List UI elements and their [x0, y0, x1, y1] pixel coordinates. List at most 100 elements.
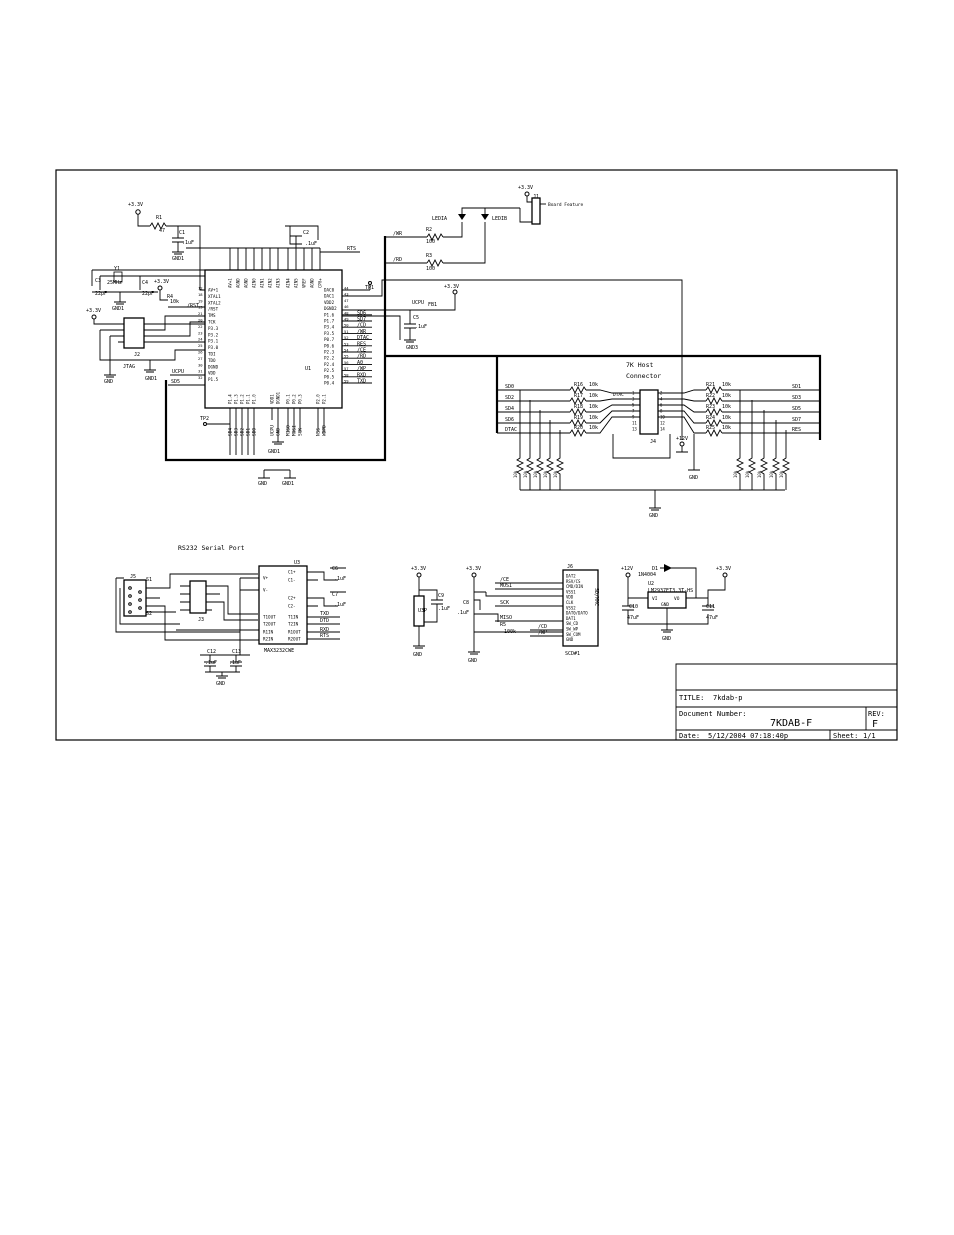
pullup-res-value: 10k	[733, 470, 738, 478]
reg-vcc12: +12V	[621, 566, 633, 572]
led-vcc: +3.3V	[518, 185, 533, 191]
u3-pin-right: R2OUT	[288, 637, 301, 642]
host-res-right-val: 10k	[722, 393, 731, 399]
mcu-pin-num-left: 18	[198, 292, 203, 297]
mcu-pin-right: P0.5	[324, 374, 335, 379]
j6-pin: DAT1	[566, 616, 576, 621]
mcu-pin-left: AV+1	[208, 288, 219, 293]
host-net-left: SD4	[505, 406, 514, 412]
u2-ref: U2	[648, 581, 654, 587]
j6-sd-socket	[562, 569, 599, 647]
mcu-pin-bottom: VDD1	[270, 394, 275, 404]
u3-pin-left: V-	[263, 588, 268, 593]
mcu-pin-top: AIN2	[268, 278, 273, 288]
rs232-section: RS232 Serial Port J5 S1 S2 J3 U3 MAX3232…	[115, 544, 346, 687]
mcu-pin-num-right: 54	[344, 348, 349, 353]
mcu-net-bottom: MISO	[286, 425, 292, 436]
mcu-net-right: SD7	[357, 317, 366, 323]
u3-pin-right: C1-	[288, 578, 296, 583]
j5-ref: J5	[130, 574, 136, 580]
u2-part: LM2937ET3.3T-HS	[648, 588, 693, 594]
host-vcc12: +12V	[676, 436, 688, 442]
c12-ref: C12	[207, 649, 216, 655]
j6-pin: SW_CD	[566, 621, 579, 626]
u3-pin-left: V+	[263, 576, 269, 581]
host-res-left-val: 10k	[589, 404, 598, 410]
mcu-net-bottom: SD1	[246, 428, 252, 436]
board-feature-label: Board Feature	[548, 202, 584, 208]
fb1-vcc: +3.3V	[444, 284, 459, 290]
gnd1-mcu: GND1	[268, 449, 280, 455]
led-section: /WR R2 100 /RD R3 100 LEDIA LEDIB +3.3V …	[385, 185, 584, 272]
mcu-body	[204, 269, 343, 409]
c12-value: .1uF	[205, 660, 217, 666]
j6-pin: GND	[566, 637, 574, 642]
mcu-net-bottom: SD3	[234, 428, 240, 436]
j5-connector	[123, 579, 147, 617]
u3-pin-right: T1IN	[288, 615, 299, 620]
gnd-bottom-a: GND	[258, 481, 267, 487]
sheet-border	[55, 169, 898, 741]
mcu-net-right: A0	[357, 360, 363, 366]
mcu-net-right: /RD	[357, 354, 366, 360]
mcu-pin-right: DAC1	[324, 294, 335, 299]
host-net-left: SD6	[505, 417, 514, 423]
sd-gnd: GND	[468, 658, 477, 664]
c4-value: 22pF	[142, 291, 154, 297]
j6-pin: VSS2	[566, 605, 576, 610]
mcu-pin-top: AIN3	[276, 278, 281, 288]
mcu-pin-num-right: 55	[344, 354, 349, 359]
mcu-net-right: /CD	[357, 323, 366, 329]
j6-pin: CMD/DIN	[566, 584, 583, 589]
u3-pin-right: C1+	[288, 570, 296, 575]
host-net-left: DTAC	[505, 427, 517, 433]
j4-pin-even: 4	[660, 397, 663, 402]
vcc-label: +3.3V	[128, 202, 143, 208]
bus-frame-mcu	[164, 236, 387, 462]
j6-pin: RSV/CS	[566, 579, 581, 584]
mcu-pin-top: AIN1	[260, 278, 265, 288]
host-res-right-val: 10k	[722, 425, 731, 431]
mcu-net-right: RXD	[357, 372, 366, 378]
mcu-pin-num-left: 27	[198, 356, 203, 361]
j4-pin-odd: 13	[632, 427, 637, 432]
tp2-label: TP2	[200, 416, 209, 422]
c8-ref: C8	[463, 600, 469, 606]
mcu-pin-num-right: 56	[344, 360, 349, 365]
mcu-pin-right: P2.4	[324, 362, 335, 367]
mcu-pin-bottom: P0.3	[298, 394, 303, 404]
mcu-net-bottom: SD2	[240, 428, 246, 436]
pullup-res-value: 10k	[779, 470, 784, 478]
j4-ref: J4	[650, 439, 656, 445]
mosi-net: MOSI	[500, 583, 512, 589]
c7-value: .1uF	[334, 602, 346, 608]
jtag-vcc: +3.3V	[86, 308, 101, 314]
u3-pin-right: C2-	[288, 604, 296, 609]
dtd-net: DTD	[320, 618, 329, 624]
mcu-pin-left: DGND	[208, 364, 219, 369]
title-label: TITLE:	[679, 694, 704, 702]
mcu-pin-top: AV+1	[228, 278, 233, 288]
c11-ref: C11	[706, 604, 715, 610]
mcu-pin-right: P3.4	[324, 325, 335, 330]
ucpu-net: UCPU	[172, 369, 184, 375]
mcu-pin-top: AGND	[244, 278, 249, 288]
rts-net: RTS	[347, 246, 356, 252]
j4-pin-odd: 7	[632, 409, 635, 414]
j2-ref: J2	[134, 352, 140, 358]
u3p-decoupling: +3.3V U3P C9 .1uF GND	[411, 566, 450, 658]
wr-net: /WR	[393, 231, 403, 237]
u3-ref: U3	[294, 560, 300, 566]
mcu-pin-right: P0.4	[324, 381, 335, 386]
mcu-pin-top: AIN0	[252, 278, 257, 288]
wp-net: /WP	[538, 630, 547, 636]
host-res-left-val: 10k	[589, 415, 598, 421]
mcu-pin-left: P3.1	[208, 339, 219, 344]
c8-value: .1uF	[457, 610, 469, 616]
mcu-net-bottom: WDPD	[322, 425, 328, 436]
j4-pin-odd: 9	[632, 415, 635, 420]
u2-gnd-pin: GND	[661, 602, 669, 608]
c13-ref: C13	[232, 649, 241, 655]
mcu-net-bottom: SD0	[252, 428, 258, 436]
